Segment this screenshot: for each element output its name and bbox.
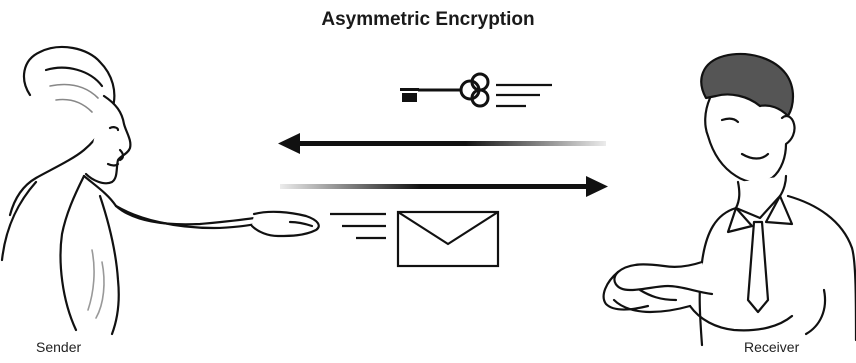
receiver-label: Receiver (744, 339, 800, 355)
envelope-speed-lines (330, 212, 386, 240)
sender-woman-figure (0, 45, 320, 336)
sender-label: Sender (36, 339, 82, 355)
receiver-man-figure (602, 52, 856, 347)
arrow-to-sender (278, 133, 606, 154)
key-icon (400, 72, 490, 108)
arrow-to-receiver (280, 176, 608, 197)
key-speed-lines (496, 83, 552, 108)
envelope-icon (396, 210, 500, 268)
diagram-title: Asymmetric Encryption (321, 9, 535, 30)
